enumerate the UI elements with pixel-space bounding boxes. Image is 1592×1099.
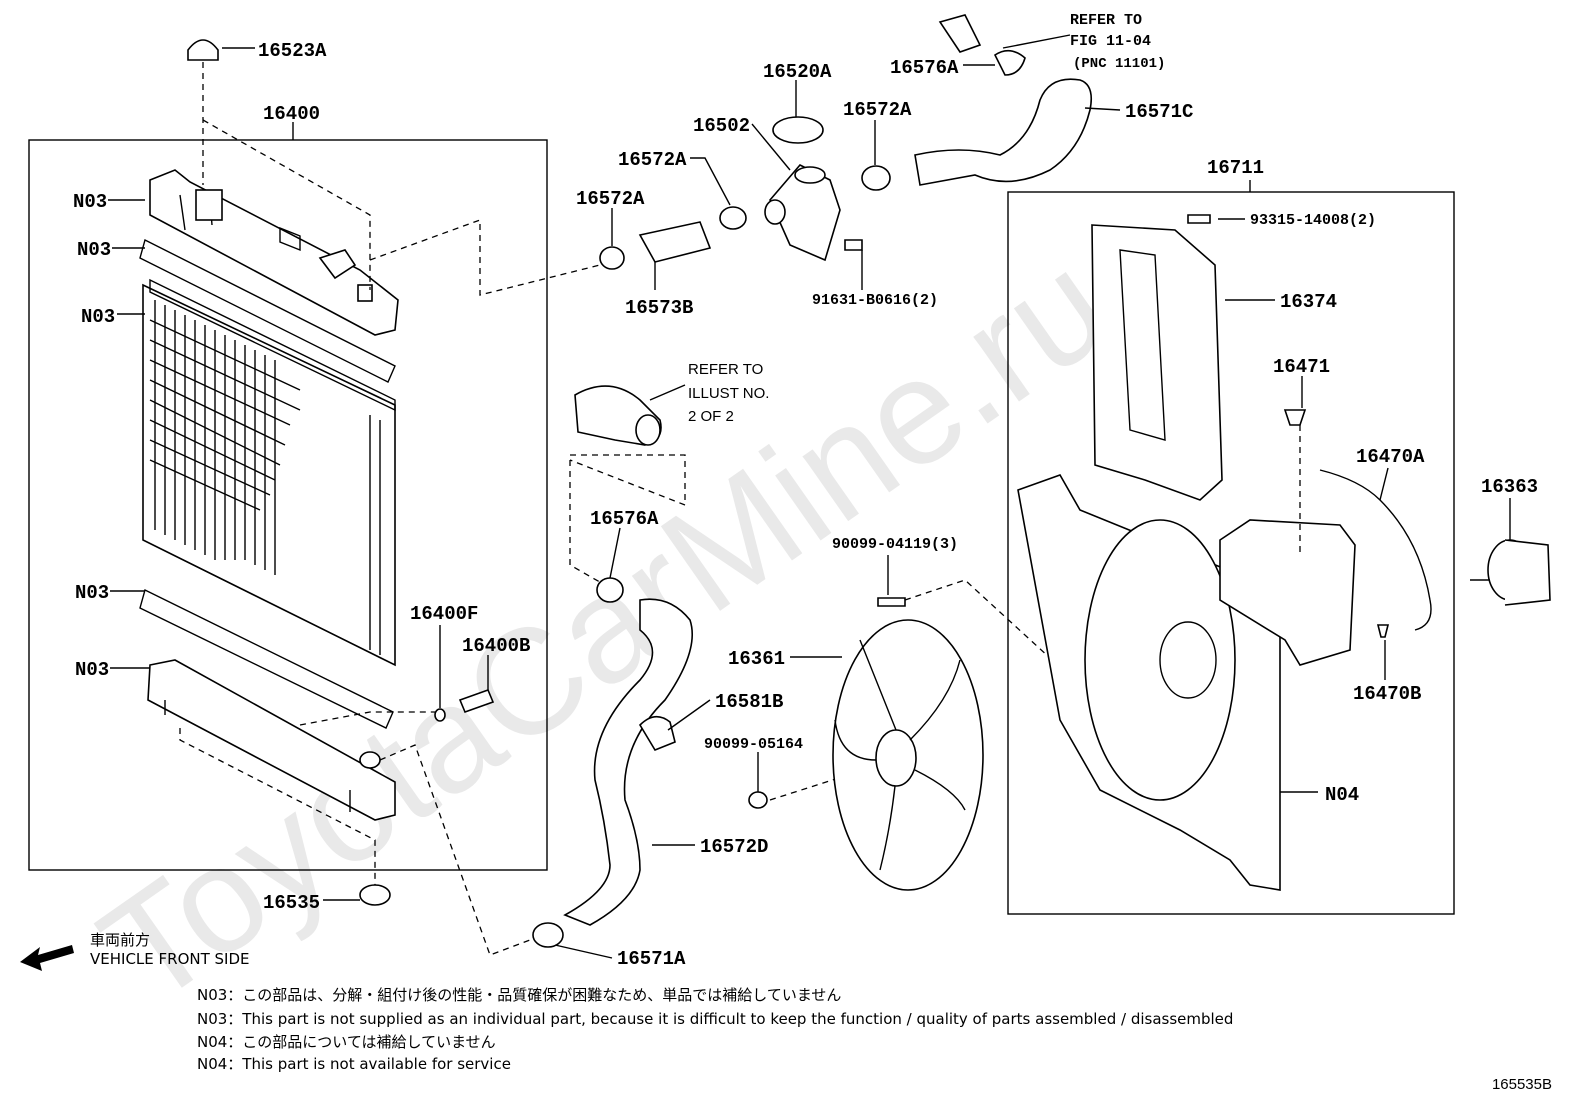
label-16572D: 16572D — [700, 836, 768, 858]
label-16400: 16400 — [263, 103, 320, 125]
front-arrow-icon — [20, 945, 74, 971]
label-16535: 16535 — [263, 892, 320, 914]
refer-notes: REFER TO FIG 11-04 (PNC 11101) REFER TO … — [688, 12, 1165, 425]
label-16571C: 16571C — [1125, 101, 1193, 123]
note-n04-en: N04：This part is not available for servi… — [197, 1055, 511, 1073]
front-side-label-en: VEHICLE FRONT SIDE — [90, 950, 250, 968]
diagram-code: 165535B — [1491, 1076, 1552, 1093]
label-91631-B0616: 91631-B0616(2) — [812, 292, 938, 309]
label-16571A: 16571A — [617, 948, 686, 970]
label-90099-04119: 90099-04119(3) — [832, 536, 958, 553]
fan-shroud-assembly — [1007, 191, 1551, 915]
refer-line: (PNC 11101) — [1073, 56, 1165, 72]
label-16363: 16363 — [1481, 476, 1538, 498]
label-n04: N04 — [1325, 784, 1359, 806]
note-n03-jp: N03：この部品は、分解・組付け後の性能・品質確保が困難なため、単品では補給して… — [197, 986, 842, 1004]
label-16572A: 16572A — [618, 149, 687, 171]
label-16400B: 16400B — [462, 635, 530, 657]
label-16572A: 16572A — [576, 188, 645, 210]
radiator-assembly — [28, 39, 601, 956]
label-16576A: 16576A — [590, 508, 659, 530]
refer-line: REFER TO — [1070, 12, 1142, 29]
refer-line: FIG 11-04 — [1070, 33, 1151, 50]
label-16523A: 16523A — [258, 40, 327, 62]
label-16400F: 16400F — [410, 603, 478, 625]
label-90099-05164: 90099-05164 — [704, 736, 803, 753]
note-n03-en: N03：This part is not supplied as an indi… — [197, 1010, 1234, 1028]
label-n03: N03 — [75, 659, 109, 681]
label-16711: 16711 — [1207, 157, 1264, 179]
label-16581B: 16581B — [715, 691, 783, 713]
label-16374: 16374 — [1280, 291, 1337, 313]
label-16576A: 16576A — [890, 57, 959, 79]
label-n03: N03 — [81, 306, 115, 328]
note-n04-jp: N04：この部品については補給していません — [197, 1033, 496, 1051]
label-16361: 16361 — [728, 648, 785, 670]
label-16572A: 16572A — [843, 99, 912, 121]
label-16470A: 16470A — [1356, 446, 1425, 468]
front-side-label-jp: 車両前方 — [90, 931, 151, 949]
label-n03: N03 — [77, 239, 111, 261]
radiator-fins — [149, 300, 301, 575]
label-16520A: 16520A — [763, 61, 832, 83]
refer-line: 2 OF 2 — [688, 408, 734, 425]
label-16470B: 16470B — [1353, 683, 1421, 705]
center-hoses — [532, 14, 1093, 948]
label-93315-14008: 93315-14008(2) — [1250, 212, 1376, 229]
refer-line: REFER TO — [688, 361, 763, 378]
leader-lines — [108, 34, 1511, 959]
label-16573B: 16573B — [625, 297, 693, 319]
part-labels: 16523A 16400 N03 N03 N03 N03 N03 16400F … — [73, 40, 1538, 970]
refer-line: ILLUST NO. — [688, 385, 769, 402]
label-16471: 16471 — [1273, 356, 1330, 378]
label-n03: N03 — [73, 191, 107, 213]
label-16502: 16502 — [693, 115, 750, 137]
label-n03: N03 — [75, 582, 109, 604]
cooling-fan — [832, 619, 984, 891]
